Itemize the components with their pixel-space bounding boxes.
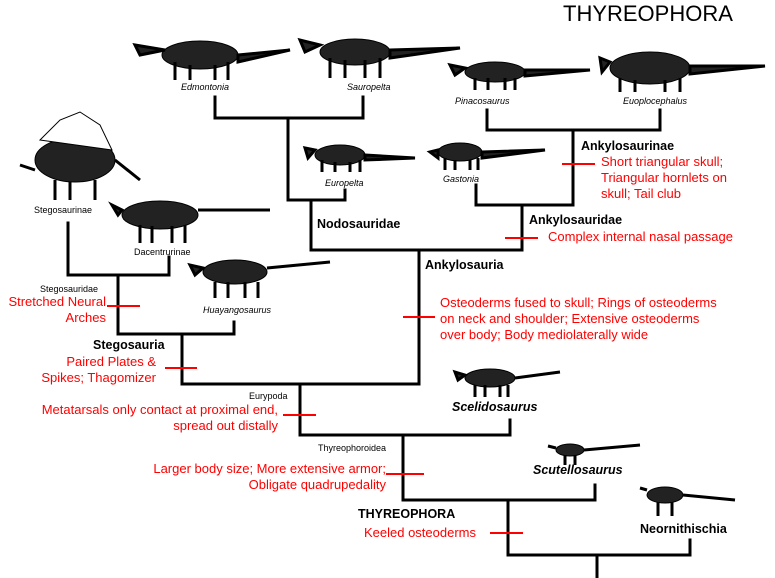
branch-gastonia	[474, 183, 575, 207]
taxon-edmontonia: Edmontonia	[181, 82, 230, 92]
dacentrurinae-silhouette	[108, 200, 270, 243]
branch-stegosauria	[180, 332, 421, 386]
clade-stegosauria: Stegosauria	[93, 338, 165, 352]
branch-stegosauridae	[116, 273, 236, 336]
trait-line: Arches	[65, 310, 106, 325]
trait-line: Complex internal nasal passage	[548, 229, 733, 244]
traits-stegosauria: Paired Plates & Spikes; Thagomizer	[41, 354, 156, 386]
traits-ankylosauria: Osteoderms fused to skull; Rings of oste…	[440, 295, 717, 343]
neornithischia-silhouette	[639, 486, 736, 516]
branch-nodosaur-inner	[286, 116, 347, 202]
traits-ankylosaurinae: Short triangular skull; Triangular hornl…	[601, 154, 727, 202]
trait-line: Spikes; Thagomizer	[41, 370, 156, 385]
clade-thyreophoroidea: Thyreophoroidea	[318, 443, 387, 453]
traits-thyreophoroidea: Larger body size; More extensive armor; …	[153, 461, 386, 493]
clade-ankylosauridae: Ankylosauridae	[529, 213, 623, 227]
trait-line: Larger body size; More extensive armor;	[153, 461, 386, 476]
clade-stegosauridae: Stegosauridae	[40, 284, 99, 294]
euoplocephalus-silhouette	[598, 51, 766, 92]
traits-eurypoda: Metatarsals only contact at proximal end…	[42, 402, 278, 434]
stegosaurinae-silhouette	[19, 111, 141, 200]
trait-line: Short triangular skull;	[601, 154, 724, 169]
traits-thyreophora: Keeled osteoderms	[364, 525, 476, 541]
branch-pinaco-euoplo	[485, 108, 662, 132]
trait-line: Stretched Neural	[8, 294, 106, 309]
trait-line: spread out distally	[173, 418, 278, 433]
trait-line: skull; Tail club	[601, 186, 681, 201]
clade-ankylosauria: Ankylosauria	[425, 258, 504, 272]
europelta-silhouette	[302, 144, 416, 172]
trait-line: Keeled osteoderms	[363, 525, 476, 540]
taxon-scelidosaurus: Scelidosaurus	[452, 400, 538, 414]
trait-line: Osteoderms fused to skull; Rings of oste…	[440, 295, 717, 310]
edmontonia-silhouette	[132, 40, 291, 80]
gastonia-silhouette	[426, 142, 546, 170]
huayangosaurus-silhouette	[187, 259, 331, 298]
branch-eurypoda	[298, 382, 512, 437]
trait-line: Metatarsals only contact at proximal end…	[41, 402, 278, 417]
taxon-europelta: Europelta	[325, 178, 364, 188]
taxon-pinacosaurus: Pinacosaurus	[455, 96, 510, 106]
clade-thyreophora: THYREOPHORA	[358, 507, 456, 521]
taxon-euoplocephalus: Euoplocephalus	[623, 96, 688, 106]
pinacosaurus-silhouette	[447, 61, 591, 90]
branch-thyreophoroidea	[401, 433, 597, 502]
taxon-gastonia: Gastonia	[443, 174, 480, 184]
branch-edmontonia-sauropelta	[213, 95, 365, 120]
diagram-title: THYREOPHORA	[563, 1, 733, 26]
clade-eurypoda: Eurypoda	[249, 391, 288, 401]
trait-line: Paired Plates &	[66, 354, 156, 369]
clade-ankylosaurinae: Ankylosaurinae	[581, 139, 675, 153]
trait-line: over body; Body mediolaterally wide	[440, 327, 649, 342]
taxon-huayangosaurus: Huayangosaurus	[203, 305, 272, 315]
taxon-stegosaurinae: Stegosaurinae	[34, 205, 93, 215]
trait-line: Obligate quadrupedality	[248, 477, 386, 492]
scelidosaurus-silhouette	[452, 368, 561, 397]
taxon-dacentrurinae: Dacentrurinae	[134, 247, 191, 257]
scutellosaurus-silhouette	[547, 443, 641, 465]
trait-line: on neck and shoulder; Extensive osteoder…	[440, 311, 700, 326]
traits-stegosauridae: Stretched Neural Arches	[8, 294, 106, 326]
taxon-neornithischia: Neornithischia	[640, 522, 727, 536]
traits-ankylosauridae: Complex internal nasal passage	[548, 229, 733, 245]
trait-line: Triangular hornlets on	[601, 170, 727, 185]
taxon-scutellosaurus: Scutellosaurus	[533, 463, 623, 477]
taxon-sauropelta: Sauropelta	[347, 82, 391, 92]
branch-thyreophora	[506, 498, 692, 557]
sauropelta-silhouette	[297, 37, 461, 78]
clade-nodosauridae: Nodosauridae	[317, 217, 401, 231]
